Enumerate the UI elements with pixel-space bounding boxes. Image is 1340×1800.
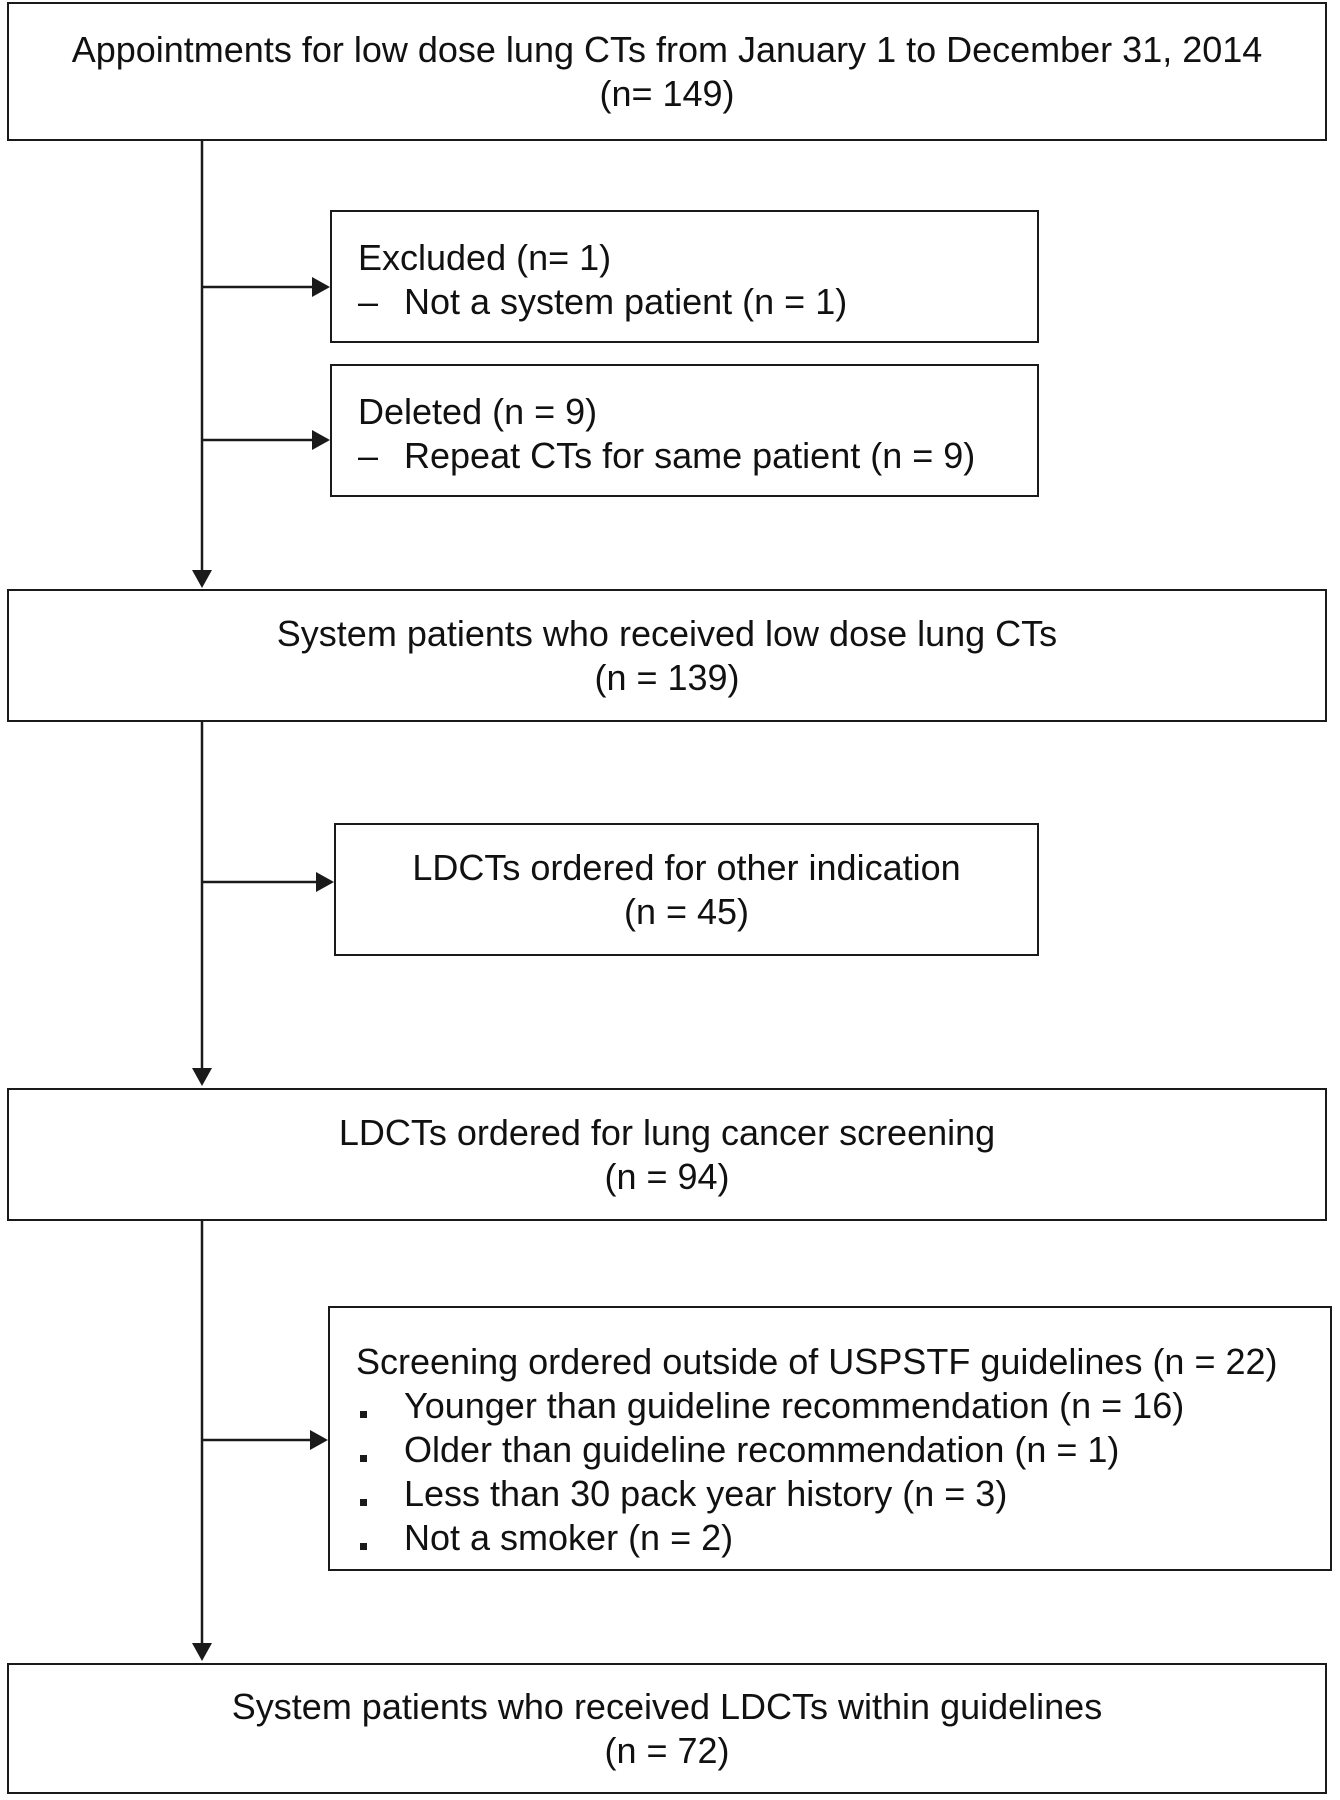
outside-guidelines-item: Younger than guideline recommendation (n… (356, 1384, 1330, 1428)
appointments-count: (n= 149) (599, 72, 735, 114)
bullet-marker (356, 1428, 404, 1472)
arrowhead-to-screening (192, 1068, 212, 1086)
excluded-item: – Not a system patient (n = 1) (358, 280, 1037, 324)
arrowhead-to-deleted (312, 430, 330, 450)
arrowhead-to-other-indication (316, 872, 334, 892)
excluded-box: Excluded (n= 1) – Not a system patient (… (330, 210, 1039, 343)
bullet-icon (360, 1499, 367, 1506)
excluded-title: Excluded (n= 1) (358, 237, 612, 278)
outside-guidelines-item-text: Older than guideline recommendation (n =… (404, 1429, 1120, 1470)
other-indication-box: LDCTs ordered for other indication (n = … (334, 823, 1039, 956)
bullet-icon (360, 1411, 367, 1418)
bullet-icon (360, 1543, 367, 1550)
screening-label: LDCTs ordered for lung cancer screening (338, 1111, 996, 1153)
excluded-item-text: Not a system patient (n = 1) (404, 281, 848, 322)
arrowhead-to-outside-guidelines (310, 1430, 328, 1450)
system-patients-box: System patients who received low dose lu… (7, 589, 1327, 722)
dash-marker: – (358, 435, 379, 476)
appointments-box: Appointments for low dose lung CTs from … (7, 2, 1327, 141)
system-patients-count: (n = 139) (594, 656, 740, 698)
outside-guidelines-item: Not a smoker (n = 2) (356, 1516, 1330, 1560)
bullet-marker (356, 1472, 404, 1516)
within-guidelines-label: System patients who received LDCTs withi… (231, 1685, 1103, 1727)
within-guidelines-count: (n = 72) (604, 1729, 730, 1771)
screening-count: (n = 94) (604, 1155, 730, 1197)
screening-box: LDCTs ordered for lung cancer screening … (7, 1088, 1327, 1221)
arrowhead-to-excluded (312, 277, 330, 297)
outside-guidelines-item: Less than 30 pack year history (n = 3) (356, 1472, 1330, 1516)
bullet-marker (356, 1516, 404, 1560)
other-indication-label: LDCTs ordered for other indication (412, 846, 961, 888)
outside-guidelines-item-text: Younger than guideline recommendation (n… (404, 1385, 1185, 1426)
deleted-item: – Repeat CTs for same patient (n = 9) (358, 434, 1037, 478)
system-patients-label: System patients who received low dose lu… (276, 612, 1058, 654)
bullet-icon (360, 1455, 367, 1462)
arrowhead-to-system (192, 570, 212, 588)
arrowhead-to-final (192, 1643, 212, 1661)
deleted-title: Deleted (n = 9) (358, 391, 598, 432)
outside-guidelines-item-text: Less than 30 pack year history (n = 3) (404, 1473, 1008, 1514)
outside-guidelines-box: Screening ordered outside of USPSTF guid… (328, 1306, 1332, 1571)
other-indication-count: (n = 45) (623, 890, 750, 932)
outside-guidelines-item: Older than guideline recommendation (n =… (356, 1428, 1330, 1472)
deleted-box: Deleted (n = 9) – Repeat CTs for same pa… (330, 364, 1039, 497)
outside-guidelines-item-text: Not a smoker (n = 2) (404, 1517, 734, 1558)
dash-marker: – (358, 281, 379, 322)
bullet-marker (356, 1384, 404, 1428)
deleted-item-text: Repeat CTs for same patient (n = 9) (404, 435, 976, 476)
outside-guidelines-title: Screening ordered outside of USPSTF guid… (356, 1341, 1278, 1382)
appointments-label: Appointments for low dose lung CTs from … (71, 28, 1263, 70)
within-guidelines-box: System patients who received LDCTs withi… (7, 1663, 1327, 1794)
